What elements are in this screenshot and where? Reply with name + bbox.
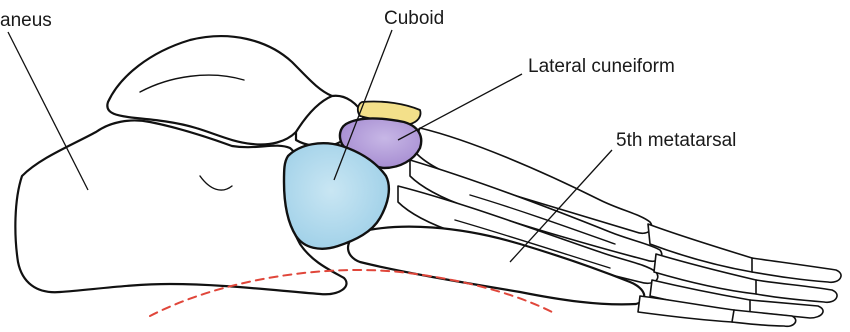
lateral-cuneiform-leader [398,74,522,140]
fifth-metatarsal-label: 5th metatarsal [616,130,736,151]
lateral-cuneiform-label: Lateral cuneiform [528,56,675,77]
distal-phalanx-1 [752,258,841,282]
metatarsals-and-phalanges [348,128,841,326]
calcaneus-label: aneus [0,10,52,31]
distal-phalanx-2 [756,280,837,302]
cuboid-label: Cuboid [384,8,444,29]
